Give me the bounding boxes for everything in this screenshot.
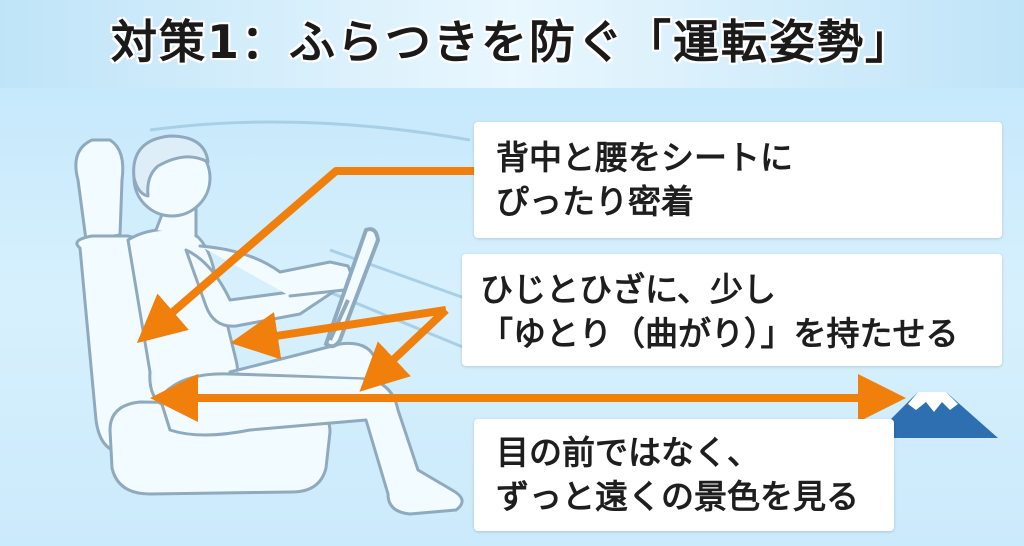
steering-wheel [323, 227, 381, 349]
callout-gaze-line-1: 目の前ではなく、 [496, 433, 760, 472]
callout-back: 背中と腰をシートに ぴったり密着 [474, 122, 1002, 238]
annotation-arrows [136, 167, 906, 422]
callout-gaze: 目の前ではなく、 ずっと遠くの景色を見る [474, 419, 894, 531]
callout-gaze-line-2: ずっと遠くの景色を見る [496, 477, 859, 516]
title-banner [0, 0, 1024, 88]
callout-elbow-knee-line-1: ひじとひざに、少し [480, 270, 777, 309]
callout-elbow-knee-line-2: 「ゆとり（曲がり）」を持たせる [480, 314, 959, 353]
callout-back-line-2: ぴったり密着 [496, 182, 694, 221]
mountain-icon [872, 392, 998, 438]
page-title: 対策1：ふらつきを防ぐ「運転姿勢」 [110, 15, 913, 69]
callout-elbow-knee: ひじとひざに、少し 「ゆとり（曲がり）」を持たせる [462, 254, 1002, 366]
arrow-to-knee [359, 307, 449, 392]
arrow-to-elbow [230, 306, 447, 360]
callout-back-line-1: 背中と腰をシートに [496, 138, 793, 177]
arrow-back-to-seat [136, 167, 474, 344]
